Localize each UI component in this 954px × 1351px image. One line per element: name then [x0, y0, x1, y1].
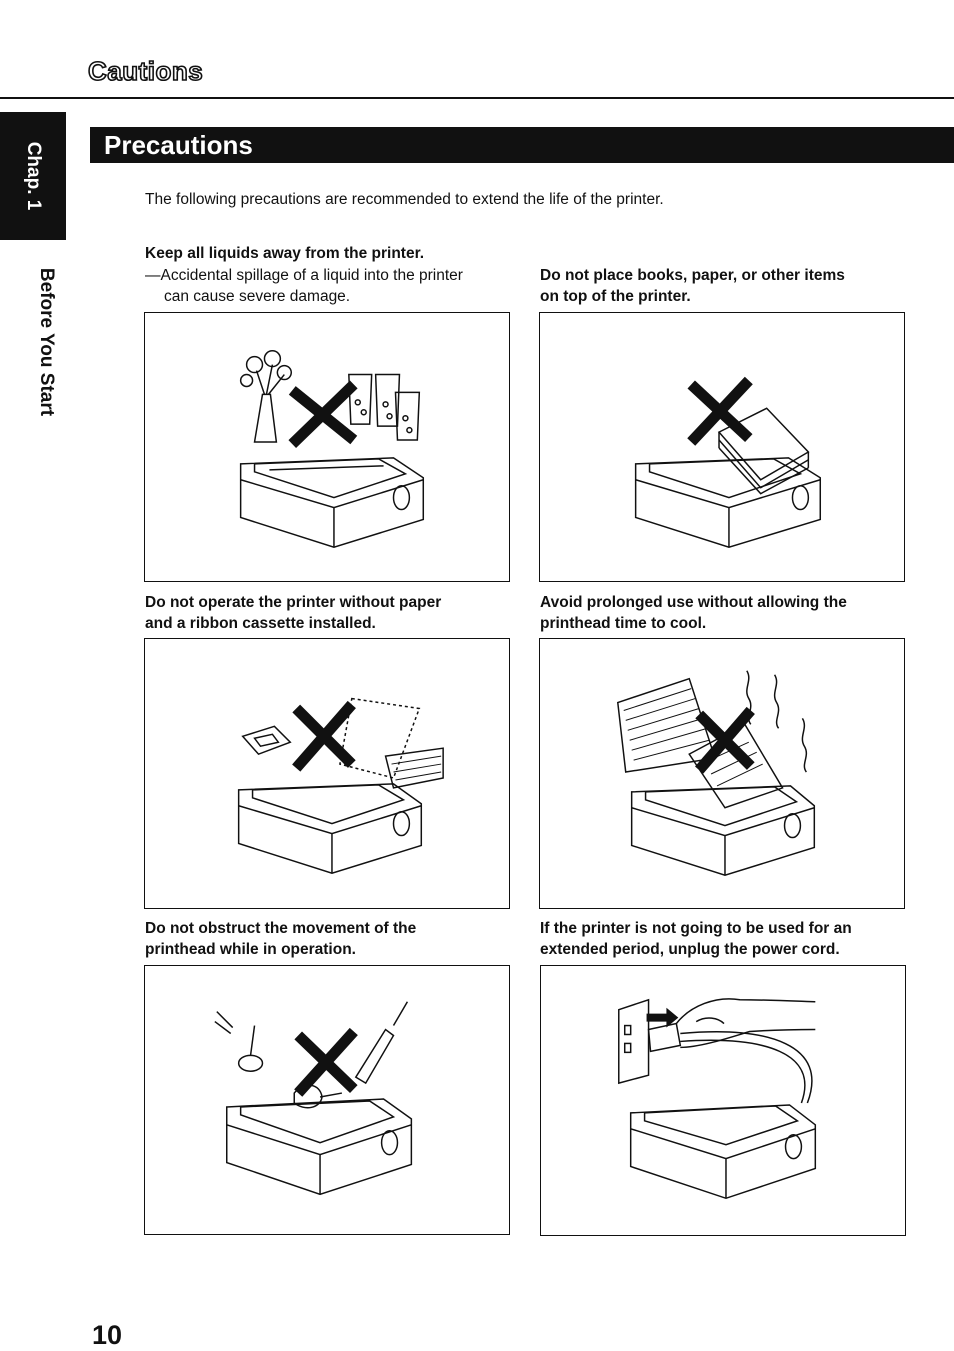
illustration-panel — [539, 312, 905, 582]
illustration-panel — [144, 638, 510, 909]
page-title: Precautions — [104, 130, 253, 160]
illustration-panel — [539, 638, 905, 909]
caution-heading-line: If the printer is not going to be used f… — [540, 920, 852, 937]
caution-heading: Keep all liquids away from the printer. — [145, 245, 425, 262]
caution-heading-line: Avoid prolonged use without allowing the — [540, 594, 847, 611]
caution-heading: Do not place books, paper, or other item… — [540, 265, 845, 307]
no-paper-no-ribbon-icon — [237, 697, 444, 875]
overheating-printer-icon — [616, 670, 816, 877]
caution-note: —Accidental spillage of a liquid into th… — [145, 265, 510, 307]
caution-heading-line: extended period, unplug the power cord. — [540, 941, 840, 958]
illustration-panel — [144, 312, 510, 582]
caution-note-line: —Accidental spillage of a liquid into th… — [145, 267, 463, 284]
caution-heading-line: on top of the printer. — [540, 288, 691, 305]
chapter-tab — [0, 112, 66, 240]
caution-heading-line: printhead while in operation. — [145, 941, 356, 958]
title-bar: Precautions — [90, 127, 954, 163]
liquids-near-printer-icon — [239, 349, 425, 549]
section-side-label: Before You Start — [36, 267, 57, 417]
page-number: 10 — [92, 1320, 123, 1350]
caution-heading-line: Do not obstruct the movement of the — [145, 920, 417, 937]
chapter-tab-label: Chap. 1 — [23, 141, 44, 211]
books-on-printer-icon — [634, 376, 822, 549]
caution-heading-line: printhead time to cool. — [540, 615, 707, 632]
caution-heading: Do not obstruct the movement of the prin… — [145, 918, 416, 960]
caution-heading: Avoid prolonged use without allowing the… — [540, 592, 847, 634]
caution-heading: If the printer is not going to be used f… — [540, 918, 852, 960]
illustration-panel — [144, 965, 510, 1235]
obstructed-printhead-icon — [214, 1001, 413, 1196]
illustration-panel — [540, 965, 906, 1236]
unplug-power-cord-icon — [618, 998, 817, 1200]
caution-heading-line: and a ribbon cassette installed. — [145, 615, 376, 632]
header-rule — [0, 97, 954, 99]
caution-note-line: can cause severe damage. — [164, 288, 351, 305]
section-header-word: Cautions — [87, 55, 204, 87]
caution-heading-line: Do not operate the printer without paper — [145, 594, 442, 611]
caution-heading: Do not operate the printer without paper… — [145, 592, 441, 634]
intro-text: The following precautions are recommende… — [145, 191, 664, 208]
caution-heading-line: Do not place books, paper, or other item… — [540, 267, 845, 284]
